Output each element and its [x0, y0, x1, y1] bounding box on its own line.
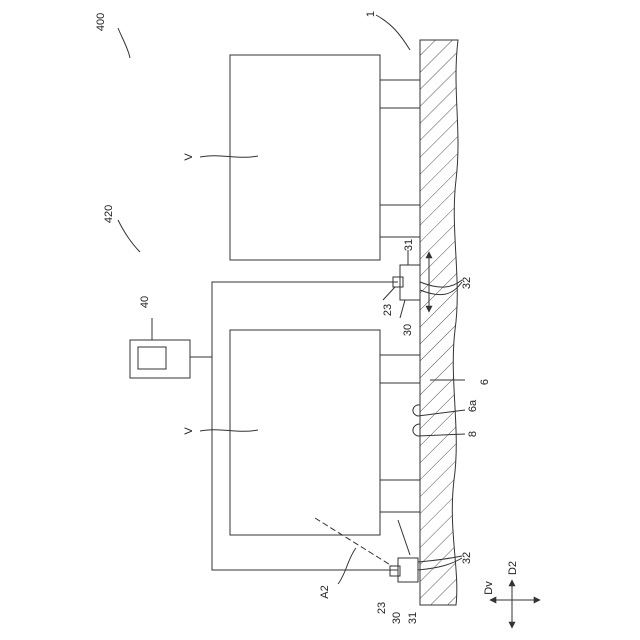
vehicle-top	[230, 55, 380, 260]
label-d2: D2	[507, 561, 519, 575]
label-420: 420	[103, 205, 115, 223]
leader-23-bottom-gap	[398, 520, 410, 555]
vehicle-bottom-wheel-1	[380, 355, 420, 383]
wiring-loop	[212, 282, 398, 570]
label-dv: Dv	[483, 581, 495, 595]
leader-23-top	[383, 287, 395, 300]
label-23-bottom: 23	[376, 602, 388, 614]
leader-30-top	[400, 300, 405, 318]
label-30-top: 30	[402, 324, 414, 336]
label-32-top: 32	[461, 277, 473, 289]
ground-strip	[420, 40, 458, 605]
leader-420	[118, 220, 140, 252]
label-1: 1	[365, 11, 377, 17]
label-a2: A2	[319, 585, 331, 598]
label-6a: 6a	[467, 399, 479, 412]
leader-1	[376, 15, 410, 50]
label-400: 400	[95, 13, 107, 31]
label-30-bottom: 30	[391, 612, 403, 624]
leader-v-top	[200, 156, 258, 158]
label-v-bottom: V	[183, 427, 195, 435]
label-v-top: V	[183, 153, 195, 161]
label-40: 40	[139, 296, 151, 308]
controller-box	[130, 340, 190, 378]
vehicle-bottom-wheel-2	[380, 480, 420, 512]
vehicle-top-wheel-2	[380, 205, 420, 237]
leader-400	[118, 28, 130, 58]
leader-v-bottom	[200, 430, 258, 432]
leader-a2	[338, 548, 356, 584]
label-32-bottom: 32	[461, 552, 473, 564]
vehicle-bottom	[230, 330, 380, 535]
vehicle-top-wheel-1	[380, 80, 420, 108]
label-31-bottom: 31	[407, 612, 419, 624]
label-8: 8	[467, 431, 479, 437]
label-6: 6	[479, 379, 491, 385]
label-31-top: 31	[403, 239, 415, 251]
lower-unit-body	[398, 558, 418, 582]
controller-display	[138, 347, 166, 369]
label-23-top: 23	[382, 304, 394, 316]
